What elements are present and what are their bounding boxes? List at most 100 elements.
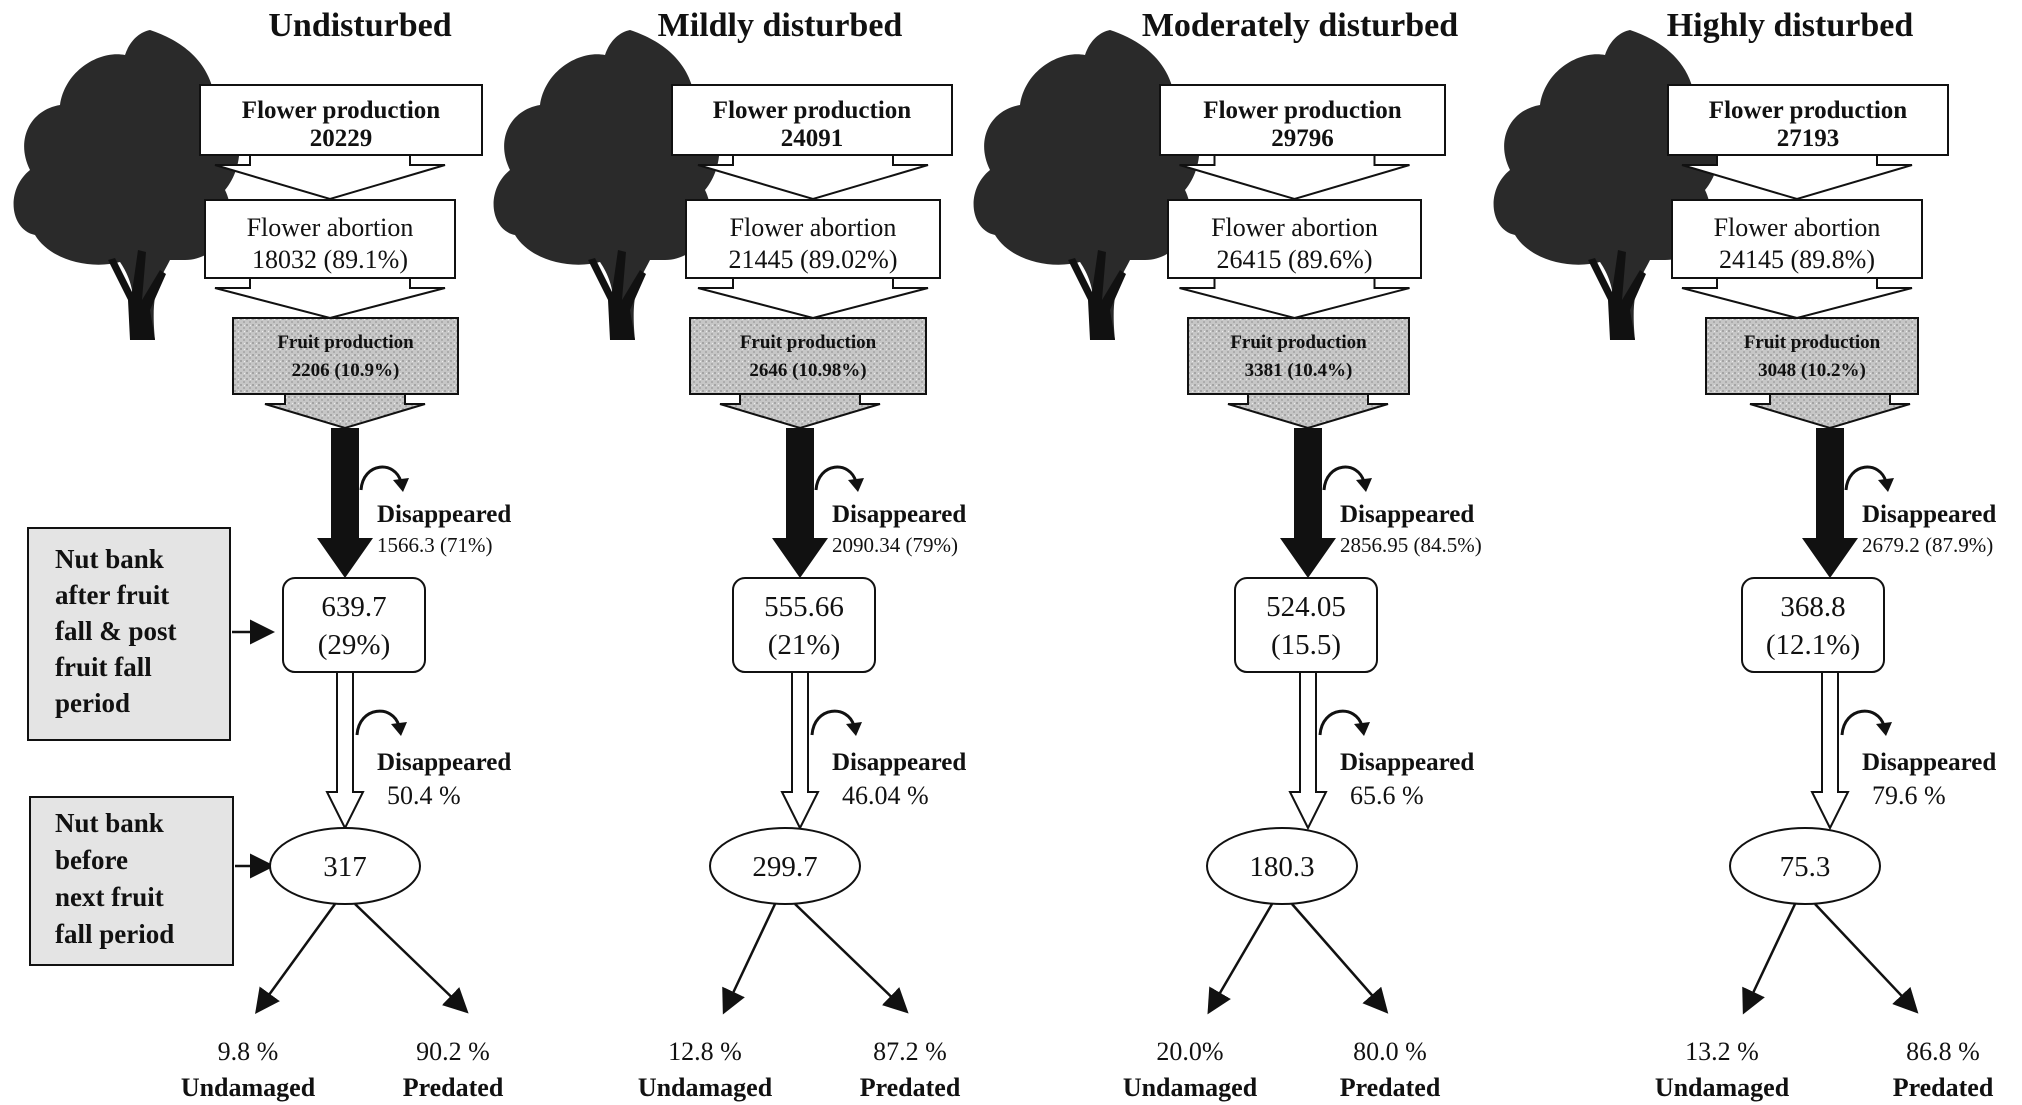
disappeared-1-label: Disappeared <box>832 501 966 528</box>
disappeared-2-label: Disappeared <box>1340 749 1474 776</box>
hollow-narrow-arrow <box>780 671 820 831</box>
flower-production-label: Flower production <box>713 97 911 124</box>
nut-bank-1-value: 639.7 <box>321 591 386 623</box>
disappeared-2-label: Disappeared <box>377 749 511 776</box>
disappear-curl-icon-2 <box>355 709 401 736</box>
disappear-curl-icon <box>359 465 403 491</box>
legend-box-before <box>29 796 234 966</box>
fruit-production-label: Fruit production <box>1744 332 1881 353</box>
hollow-narrow-arrow <box>325 671 365 831</box>
fruit-production-value: 3381 (10.4%) <box>1245 360 1353 381</box>
fruit-production-label: Fruit production <box>1230 332 1367 353</box>
fruit-production-value: 2206 (10.9%) <box>292 360 400 381</box>
hollow-narrow-arrow <box>1810 671 1850 831</box>
disappeared-2-label: Disappeared <box>1862 749 1996 776</box>
disappeared-1-value: 2679.2 (87.9%) <box>1862 533 1993 557</box>
nut-bank-before-ellipse <box>1206 827 1358 905</box>
nut-bank-2-value: 317 <box>323 851 367 883</box>
flower-production-box <box>199 84 483 156</box>
disappear-curl-icon <box>1322 465 1366 491</box>
undamaged-label: Undamaged <box>1655 1073 1790 1102</box>
legend-nut-bank-after: Nut bank after fruit fall & post fruit f… <box>27 527 275 741</box>
predated-label: Predated <box>1893 1073 1994 1102</box>
undamaged-percent: 12.8 % <box>668 1037 742 1066</box>
disappear-curl-icon-2 <box>1318 709 1364 736</box>
predated-label: Predated <box>1340 1073 1441 1102</box>
predated-percent: 87.2 % <box>873 1037 947 1066</box>
arrow-to-predated <box>354 903 469 1014</box>
disappeared-2-value: 50.4 % <box>387 781 461 810</box>
predated-label: Predated <box>403 1073 504 1102</box>
nut-bank-1-value: 555.66 <box>764 591 844 623</box>
flower-abortion-label: Flower abortion <box>730 213 897 242</box>
legend-before-line-1: Nut bank <box>55 808 164 838</box>
flower-abortion-value: 18032 (89.1%) <box>252 245 408 274</box>
disappeared-1-value: 2856.95 (84.5%) <box>1340 533 1482 557</box>
legend-nut-bank-before: Nut bank before next fruit fall period <box>29 796 275 966</box>
nut-bank-1-value: 524.05 <box>1266 591 1346 623</box>
predated-percent: 80.0 % <box>1353 1037 1427 1066</box>
fruit-production-box <box>1187 317 1410 395</box>
column-title: Mildly disturbed <box>658 7 903 44</box>
disappeared-1-label: Disappeared <box>1862 501 1996 528</box>
flower-abortion-label: Flower abortion <box>247 213 414 242</box>
flower-abortion-box <box>1167 199 1422 279</box>
nut-bank-1-percent: (15.5) <box>1271 629 1341 661</box>
arrow-to-predated <box>1814 903 1919 1014</box>
flower-production-value: 24091 <box>781 125 844 152</box>
hollow-narrow-arrow <box>1288 671 1328 831</box>
fruit-production-box <box>689 317 927 395</box>
arrow-fruit-out <box>1749 393 1911 430</box>
flower-production-label: Flower production <box>242 97 440 124</box>
arrow-to-undamaged <box>722 903 777 1015</box>
undamaged-label: Undamaged <box>181 1073 316 1102</box>
arrow-to-predated <box>794 903 909 1014</box>
tree-icon <box>973 30 1200 340</box>
flower-production-box <box>1159 84 1446 156</box>
arrow-fruit-out <box>1227 393 1389 430</box>
fruit-production-label: Fruit production <box>740 332 877 353</box>
nut-bank-1-percent: (21%) <box>768 629 840 661</box>
disappear-curl-head-icon-2 <box>1876 722 1892 736</box>
thick-black-arrow <box>1280 428 1336 578</box>
flower-abortion-value: 21445 (89.02%) <box>729 245 898 274</box>
flower-production-value: 29796 <box>1271 125 1334 152</box>
undamaged-percent: 20.0% <box>1156 1037 1223 1066</box>
flower-abortion-value: 26415 (89.6%) <box>1217 245 1373 274</box>
thick-black-arrow <box>772 428 828 578</box>
nut-bank-2-value: 180.3 <box>1249 851 1314 883</box>
predated-percent: 86.8 % <box>1906 1037 1980 1066</box>
flower-abortion-label: Flower abortion <box>1714 213 1881 242</box>
nut-bank-before-ellipse <box>709 827 861 905</box>
arrow-flower-to-abortion <box>214 154 446 201</box>
legend-after-line-1: Nut bank <box>55 544 164 574</box>
legend-before-line-3: next fruit <box>55 882 164 912</box>
flower-production-label: Flower production <box>1203 97 1401 124</box>
arrow-flower-to-abortion <box>697 154 929 201</box>
flower-production-label: Flower production <box>1709 97 1907 124</box>
disappear-curl-head-icon-2 <box>846 722 862 736</box>
disappear-curl-head-icon <box>393 478 409 492</box>
undamaged-percent: 13.2 % <box>1685 1037 1759 1066</box>
disappeared-2-value: 46.04 % <box>842 781 929 810</box>
flower-production-value: 27193 <box>1777 125 1840 152</box>
disappeared-1-label: Disappeared <box>1340 501 1474 528</box>
tree-icon <box>1493 30 1720 340</box>
disappear-curl-head-icon-2 <box>1354 722 1370 736</box>
fruit-production-value: 3048 (10.2%) <box>1758 360 1866 381</box>
arrow-fruit-out <box>719 393 881 430</box>
predated-percent: 90.2 % <box>416 1037 490 1066</box>
disappeared-2-label: Disappeared <box>832 749 966 776</box>
legend-box-after <box>27 527 231 741</box>
disappear-curl-head-icon <box>1356 478 1372 492</box>
arrow-to-undamaged <box>1742 903 1797 1015</box>
disappeared-2-value: 65.6 % <box>1350 781 1424 810</box>
disappear-curl-icon <box>814 465 858 491</box>
nut-bank-2-value: 75.3 <box>1780 851 1831 883</box>
